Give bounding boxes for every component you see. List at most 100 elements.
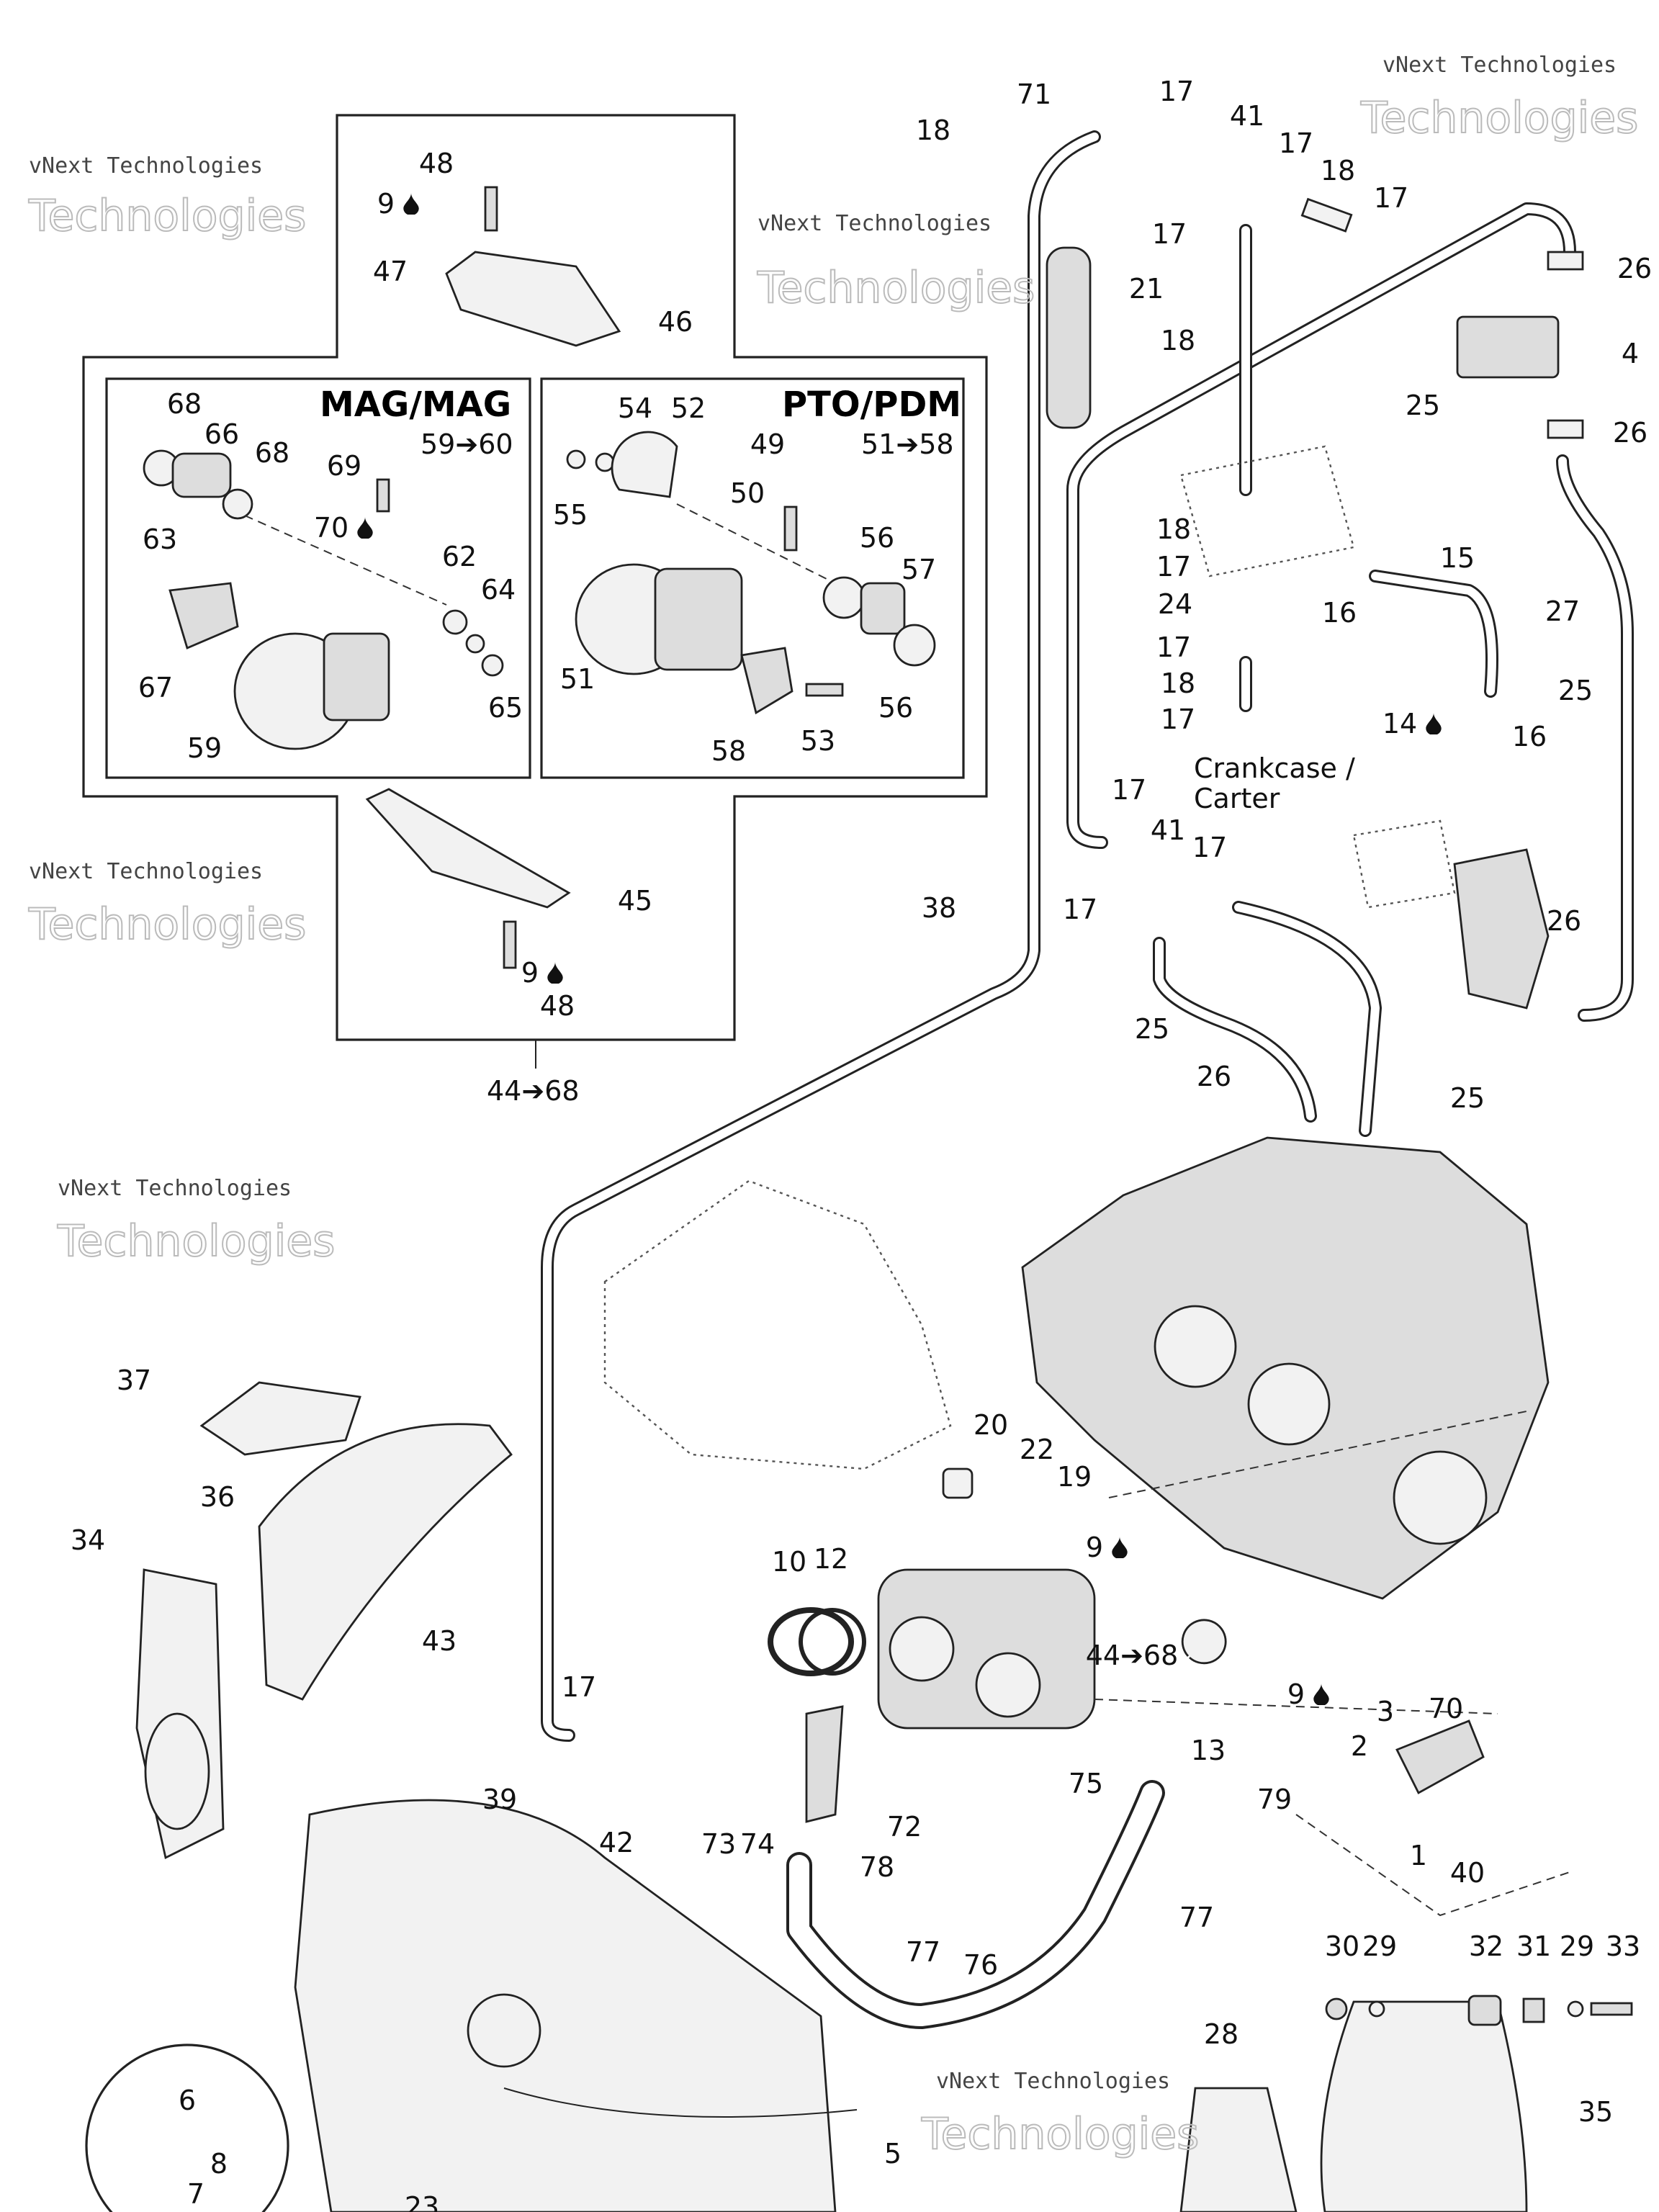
- callout-68: 68: [255, 437, 289, 469]
- callout-39: 39: [482, 1784, 517, 1815]
- callout-63: 63: [143, 523, 177, 555]
- watermarks: vNext Technologies Technologies vNext Te…: [27, 53, 1639, 2160]
- watermark-text: Technologies: [28, 191, 306, 241]
- callout-17: 17: [1192, 832, 1227, 863]
- callout-74: 74: [740, 1828, 775, 1860]
- callout-34: 34: [71, 1524, 105, 1556]
- watermark-text: vNext Technologies: [936, 2069, 1170, 2094]
- callout-4: 4: [1622, 338, 1639, 369]
- callout-13: 13: [1191, 1735, 1226, 1766]
- callout-16: 16: [1512, 721, 1547, 752]
- callout-14: 14: [1382, 708, 1417, 739]
- watermark-text: Technologies: [57, 1216, 335, 1267]
- mag-inset-box: [105, 377, 531, 779]
- watermark-text: vNext Technologies: [29, 859, 263, 884]
- callout-33: 33: [1606, 1930, 1640, 1962]
- callout-76: 76: [963, 1949, 998, 1981]
- callout-9: 9: [377, 188, 395, 220]
- callout-50: 50: [730, 477, 765, 509]
- callout-18: 18: [916, 114, 950, 146]
- callout-45: 45: [618, 885, 652, 917]
- callout-25: 25: [1558, 675, 1593, 706]
- vent-hoses: Crankcase / Carter: [541, 130, 1634, 2029]
- callout-44➔68: 44➔68: [1086, 1640, 1179, 1671]
- callout-9: 9: [1287, 1678, 1305, 1710]
- callout-69: 69: [327, 450, 361, 482]
- pto-inset-box: [540, 377, 965, 779]
- callout-21: 21: [1129, 273, 1164, 305]
- callout-7: 7: [187, 2178, 204, 2210]
- callout-22: 22: [1020, 1434, 1054, 1465]
- callout-17: 17: [1279, 127, 1313, 159]
- mag-range: 59➔60: [421, 428, 513, 460]
- watermark-text: vNext Technologies: [1382, 53, 1617, 78]
- callout-17: 17: [1156, 631, 1191, 663]
- callout-55: 55: [553, 499, 588, 531]
- callout-20: 20: [974, 1409, 1008, 1441]
- callout-52: 52: [671, 392, 706, 424]
- callout-17: 17: [562, 1671, 596, 1703]
- callout-28: 28: [1204, 2018, 1238, 2050]
- callout-41: 41: [1151, 814, 1185, 846]
- callout-58: 58: [711, 735, 746, 767]
- callout-31: 31: [1516, 1930, 1551, 1962]
- callout-68: 68: [167, 388, 202, 420]
- callout-62: 62: [442, 541, 477, 572]
- callout-72: 72: [887, 1811, 922, 1843]
- callout-59: 59: [187, 732, 222, 764]
- callout-70: 70: [1429, 1693, 1463, 1725]
- callout-8: 8: [210, 2148, 228, 2180]
- callout-41: 41: [1230, 100, 1264, 132]
- callout-25: 25: [1406, 390, 1440, 421]
- callout-18: 18: [1161, 325, 1195, 356]
- callout-65: 65: [488, 692, 523, 724]
- callout-26: 26: [1197, 1061, 1231, 1092]
- callout-75: 75: [1069, 1768, 1103, 1799]
- watermark-text: vNext Technologies: [757, 211, 992, 236]
- engine-and-components: [85, 445, 1633, 2212]
- throttle-body-inset-frame: [82, 114, 988, 1041]
- callout-17: 17: [1159, 76, 1194, 107]
- callout-26: 26: [1617, 253, 1652, 284]
- loctite-drop-icon: [547, 962, 563, 984]
- mag-title: MAG/MAG: [320, 385, 511, 425]
- callout-9: 9: [521, 957, 539, 989]
- callout-47: 47: [373, 256, 408, 287]
- callout-17: 17: [1161, 703, 1195, 735]
- callout-18: 18: [1161, 667, 1195, 699]
- carter-note: Carter: [1194, 783, 1280, 814]
- watermark-text: vNext Technologies: [29, 153, 263, 179]
- callout-17: 17: [1152, 218, 1187, 250]
- pto-range: 51➔58: [861, 428, 954, 460]
- callout-56: 56: [878, 692, 913, 724]
- callout-29: 29: [1560, 1930, 1594, 1962]
- watermark-text: vNext Technologies: [58, 1176, 292, 1201]
- callout-17: 17: [1374, 182, 1408, 214]
- watermark-text: Technologies: [921, 2109, 1199, 2159]
- watermark-text: Technologies: [757, 263, 1035, 313]
- callout-78: 78: [860, 1851, 894, 1883]
- callout-53: 53: [801, 725, 835, 757]
- crankcase-note: Crankcase /: [1194, 752, 1355, 784]
- callout-12: 12: [814, 1543, 848, 1575]
- callout-6: 6: [179, 2085, 196, 2116]
- callout-46: 46: [658, 306, 693, 338]
- callout-30: 30: [1325, 1930, 1359, 1962]
- callout-79: 79: [1257, 1784, 1292, 1815]
- loctite-drop-icon: [1426, 713, 1442, 734]
- callout-25: 25: [1450, 1082, 1485, 1114]
- callout-38: 38: [922, 892, 956, 924]
- callout-51: 51: [560, 663, 595, 695]
- callout-54: 54: [618, 392, 652, 424]
- callout-57: 57: [902, 554, 936, 585]
- callout-37: 37: [117, 1364, 151, 1396]
- callout-17: 17: [1156, 551, 1191, 583]
- watermark-text: Technologies: [1360, 93, 1638, 143]
- callout-2: 2: [1351, 1730, 1368, 1762]
- loctite-drop-icon: [403, 193, 419, 215]
- callout-17: 17: [1063, 894, 1097, 925]
- callout-18: 18: [1156, 513, 1191, 545]
- callout-36: 36: [200, 1481, 235, 1513]
- callout-32: 32: [1469, 1930, 1503, 1962]
